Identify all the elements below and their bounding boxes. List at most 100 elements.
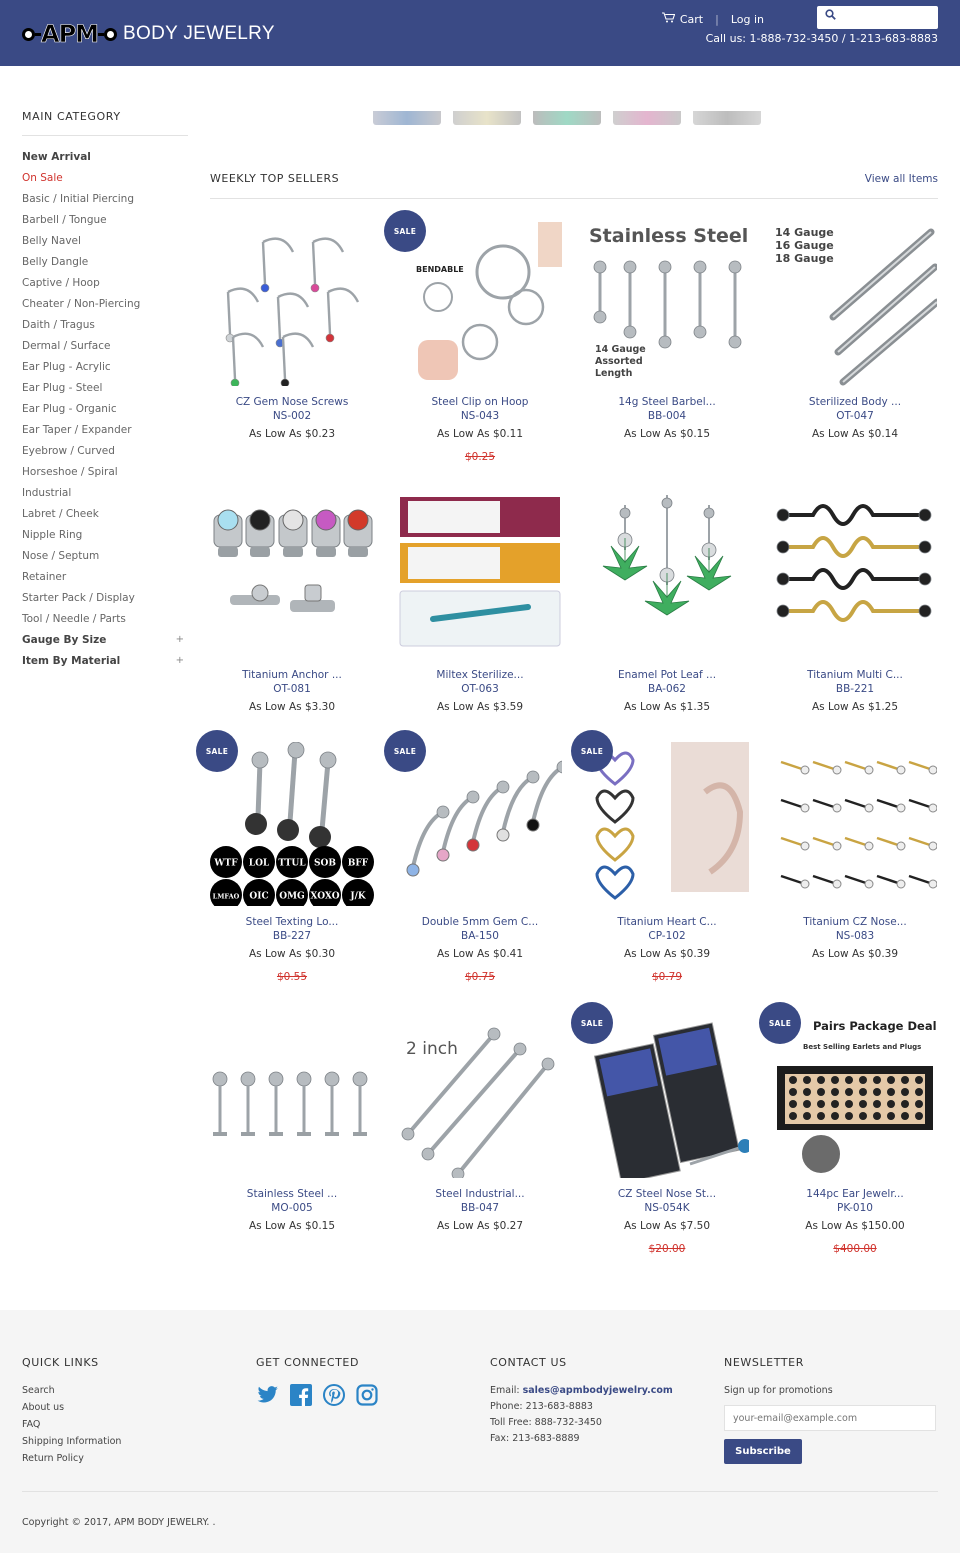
product-sku[interactable]: BB-047 bbox=[460, 1202, 500, 1214]
cart-icon[interactable] bbox=[661, 12, 676, 26]
product-name[interactable]: Sterilized Body ... bbox=[808, 396, 902, 408]
product-image[interactable] bbox=[585, 742, 749, 906]
search-input[interactable] bbox=[841, 9, 931, 26]
product-image[interactable] bbox=[585, 1014, 752, 1184]
product-sku[interactable]: PK-010 bbox=[837, 1202, 873, 1214]
product-sku[interactable]: BA-150 bbox=[461, 930, 499, 942]
product-name[interactable]: Miltex Sterilize... bbox=[436, 669, 524, 681]
sidebar-category-item[interactable]: Belly Navel bbox=[22, 234, 188, 255]
product-image[interactable] bbox=[210, 1014, 374, 1178]
sidebar-category-item[interactable]: On Sale bbox=[22, 171, 188, 192]
footer-link-search[interactable]: Search bbox=[22, 1385, 55, 1396]
sidebar-category-item[interactable]: Ear Plug - Organic bbox=[22, 402, 188, 423]
expand-plus-icon[interactable]: + bbox=[175, 655, 184, 666]
email-link[interactable]: sales@apmbodyjewelry.com bbox=[522, 1385, 673, 1396]
banner-thumb[interactable] bbox=[693, 111, 761, 125]
search-icon[interactable] bbox=[825, 9, 836, 23]
product-sku[interactable]: MO-005 bbox=[271, 1202, 313, 1214]
product-sku[interactable]: OT-081 bbox=[273, 683, 311, 695]
twitter-icon[interactable] bbox=[256, 1383, 279, 1406]
product-sku[interactable]: OT-047 bbox=[836, 410, 874, 422]
sidebar-category-item[interactable]: Captive / Hoop bbox=[22, 276, 188, 297]
product-image[interactable] bbox=[585, 495, 749, 659]
sidebar-category-item[interactable]: Gauge By Size+ bbox=[22, 633, 188, 654]
sidebar-category-item[interactable]: Ear Taper / Expander bbox=[22, 423, 188, 444]
logo[interactable]: APM BODY JEWELRY bbox=[22, 20, 275, 48]
instagram-icon[interactable] bbox=[355, 1383, 378, 1406]
product-sku[interactable]: BB-227 bbox=[272, 930, 312, 942]
product-name[interactable]: Steel Clip on Hoop bbox=[431, 396, 529, 408]
product-sku[interactable]: BB-004 bbox=[647, 410, 687, 422]
facebook-icon[interactable] bbox=[289, 1383, 312, 1406]
newsletter-email-input[interactable] bbox=[724, 1405, 936, 1431]
product-sku[interactable]: BB-221 bbox=[835, 683, 875, 695]
product-image[interactable]: BENDABLE bbox=[398, 222, 562, 386]
product-image[interactable] bbox=[210, 222, 374, 388]
product-image[interactable] bbox=[398, 742, 570, 906]
product-name[interactable]: Steel Industrial... bbox=[435, 1188, 525, 1200]
product-name[interactable]: Titanium Heart C... bbox=[617, 916, 717, 928]
product-sku[interactable]: OT-063 bbox=[461, 683, 499, 695]
sidebar-category-item[interactable]: Eyebrow / Curved bbox=[22, 444, 188, 465]
product-name[interactable]: Steel Texting Lo... bbox=[245, 916, 339, 928]
sidebar-category-item[interactable]: New Arrival bbox=[22, 150, 188, 171]
sidebar-category-item[interactable]: Dermal / Surface bbox=[22, 339, 188, 360]
sidebar-category-item[interactable]: Item By Material+ bbox=[22, 654, 188, 675]
product-name[interactable]: 144pc Ear Jewelr... bbox=[806, 1188, 904, 1200]
banner-thumb[interactable] bbox=[373, 111, 441, 125]
product-name[interactable]: Titanium Multi C... bbox=[807, 669, 903, 681]
footer-link-about[interactable]: About us bbox=[22, 1402, 65, 1413]
product-sku[interactable]: CP-102 bbox=[648, 930, 686, 942]
sidebar-category-item[interactable]: Barbell / Tongue bbox=[22, 213, 188, 234]
product-image[interactable] bbox=[210, 495, 374, 659]
banner-thumb[interactable] bbox=[613, 111, 681, 125]
product-card[interactable]: Pairs Package Deal!Best Selling Earlets … bbox=[773, 1014, 942, 1255]
product-image[interactable]: 2 inch bbox=[398, 1014, 562, 1181]
sidebar-category-item[interactable]: Tool / Needle / Parts bbox=[22, 612, 188, 633]
product-name[interactable]: Double 5mm Gem C... bbox=[421, 916, 539, 928]
product-name[interactable]: Titanium CZ Nose... bbox=[803, 916, 907, 928]
sidebar-category-item[interactable]: Industrial bbox=[22, 486, 188, 507]
product-image[interactable] bbox=[773, 495, 937, 659]
product-image[interactable] bbox=[773, 742, 938, 906]
sidebar-category-item[interactable]: Retainer bbox=[22, 570, 188, 591]
sidebar-category-item[interactable]: Cheater / Non-Piercing bbox=[22, 297, 188, 318]
footer-link-shipping[interactable]: Shipping Information bbox=[22, 1436, 122, 1447]
footer-link-return[interactable]: Return Policy bbox=[22, 1453, 84, 1464]
sidebar-category-item[interactable]: Nipple Ring bbox=[22, 528, 188, 549]
product-name[interactable]: CZ Steel Nose St... bbox=[617, 1188, 717, 1200]
sidebar-category-item[interactable]: Ear Plug - Acrylic bbox=[22, 360, 188, 381]
product-sku[interactable]: NS-054K bbox=[644, 1202, 690, 1214]
banner-thumb[interactable] bbox=[533, 111, 601, 125]
sidebar-category-item[interactable]: Basic / Initial Piercing bbox=[22, 192, 188, 213]
product-name[interactable]: Enamel Pot Leaf ... bbox=[617, 669, 717, 681]
login-link[interactable]: Log in bbox=[730, 12, 764, 26]
product-sku[interactable]: NS-043 bbox=[460, 410, 500, 422]
product-sku[interactable]: BA-062 bbox=[648, 683, 686, 695]
product-sku[interactable]: NS-083 bbox=[835, 930, 875, 942]
footer-link-faq[interactable]: FAQ bbox=[22, 1419, 41, 1430]
sidebar-category-item[interactable]: Ear Plug - Steel bbox=[22, 381, 188, 402]
pinterest-icon[interactable] bbox=[322, 1383, 345, 1406]
product-name[interactable]: 14g Steel Barbel... bbox=[618, 396, 716, 408]
product-name[interactable]: Titanium Anchor ... bbox=[242, 669, 342, 681]
product-name[interactable]: Stainless Steel ... bbox=[246, 1188, 338, 1200]
sidebar-category-item[interactable]: Nose / Septum bbox=[22, 549, 188, 570]
sidebar-category-item[interactable]: Belly Dangle bbox=[22, 255, 188, 276]
